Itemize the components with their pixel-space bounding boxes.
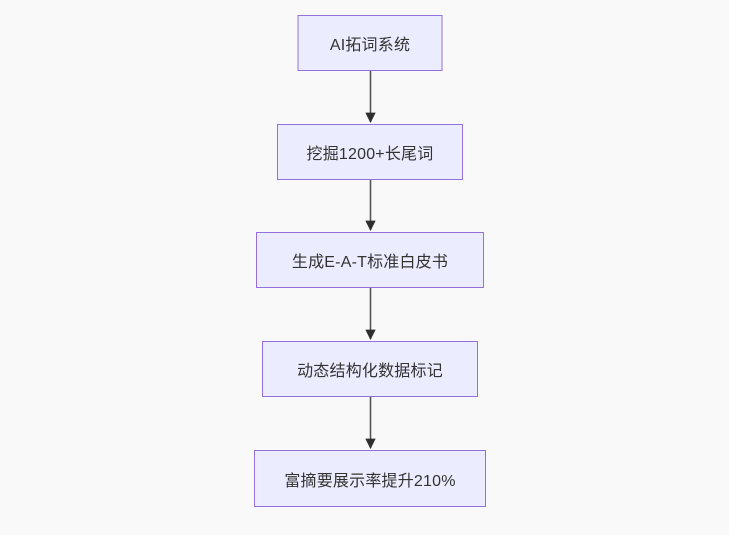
flowchart-node-ai-word-expansion: AI拓词系统 xyxy=(297,15,443,71)
flowchart-node-longtail-mining: 挖掘1200+长尾词 xyxy=(277,124,463,180)
flowchart-node-eat-whitepaper: 生成E-A-T标准白皮书 xyxy=(256,232,484,288)
flowchart-node-rich-snippet-result: 富摘要展示率提升210% xyxy=(254,450,486,507)
flowchart-node-structured-data-markup: 动态结构化数据标记 xyxy=(262,341,478,397)
